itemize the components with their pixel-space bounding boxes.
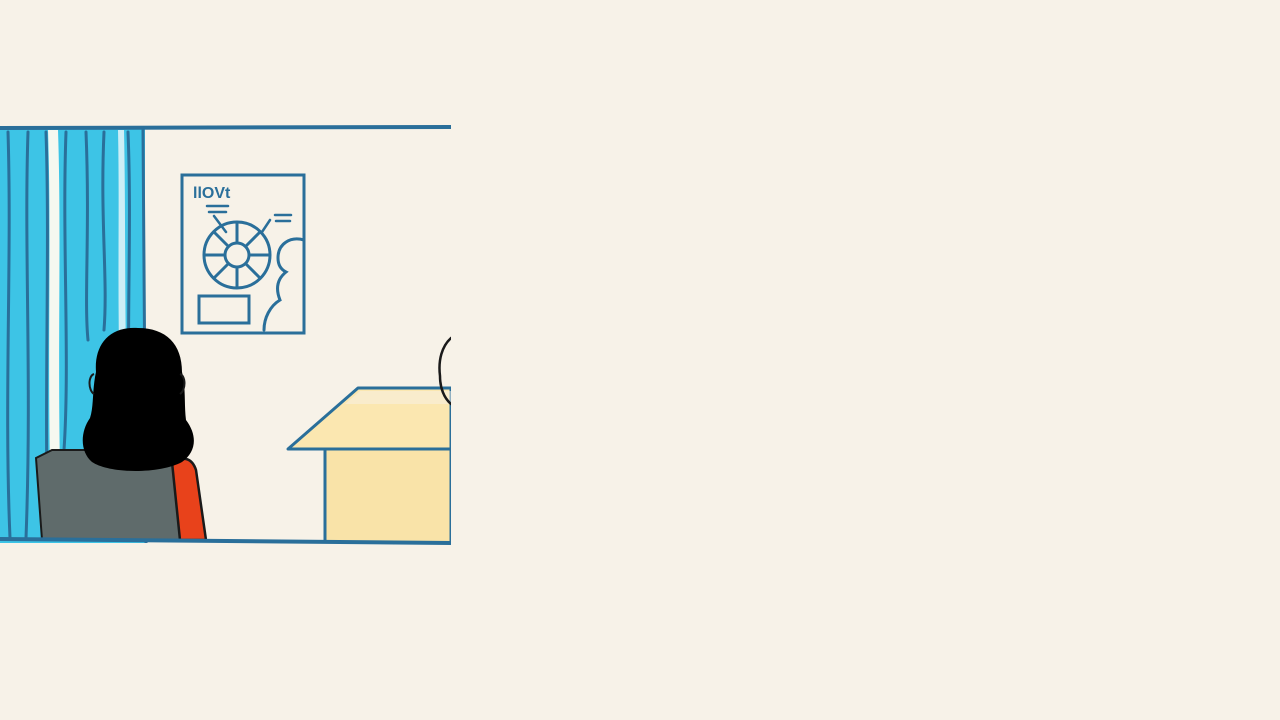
panel-top-border bbox=[0, 125, 452, 130]
wall-poster: llOVt bbox=[180, 173, 306, 335]
poster-heading: llOVt bbox=[193, 185, 231, 202]
desk-person-edge bbox=[438, 336, 451, 406]
person-hair bbox=[82, 327, 194, 471]
illustration-panel: llOVt bbox=[0, 125, 452, 545]
poster-silhouette bbox=[262, 237, 306, 332]
panel-bottom-border bbox=[0, 537, 452, 545]
desk bbox=[286, 386, 451, 543]
poster-wheel-icon bbox=[202, 220, 272, 290]
